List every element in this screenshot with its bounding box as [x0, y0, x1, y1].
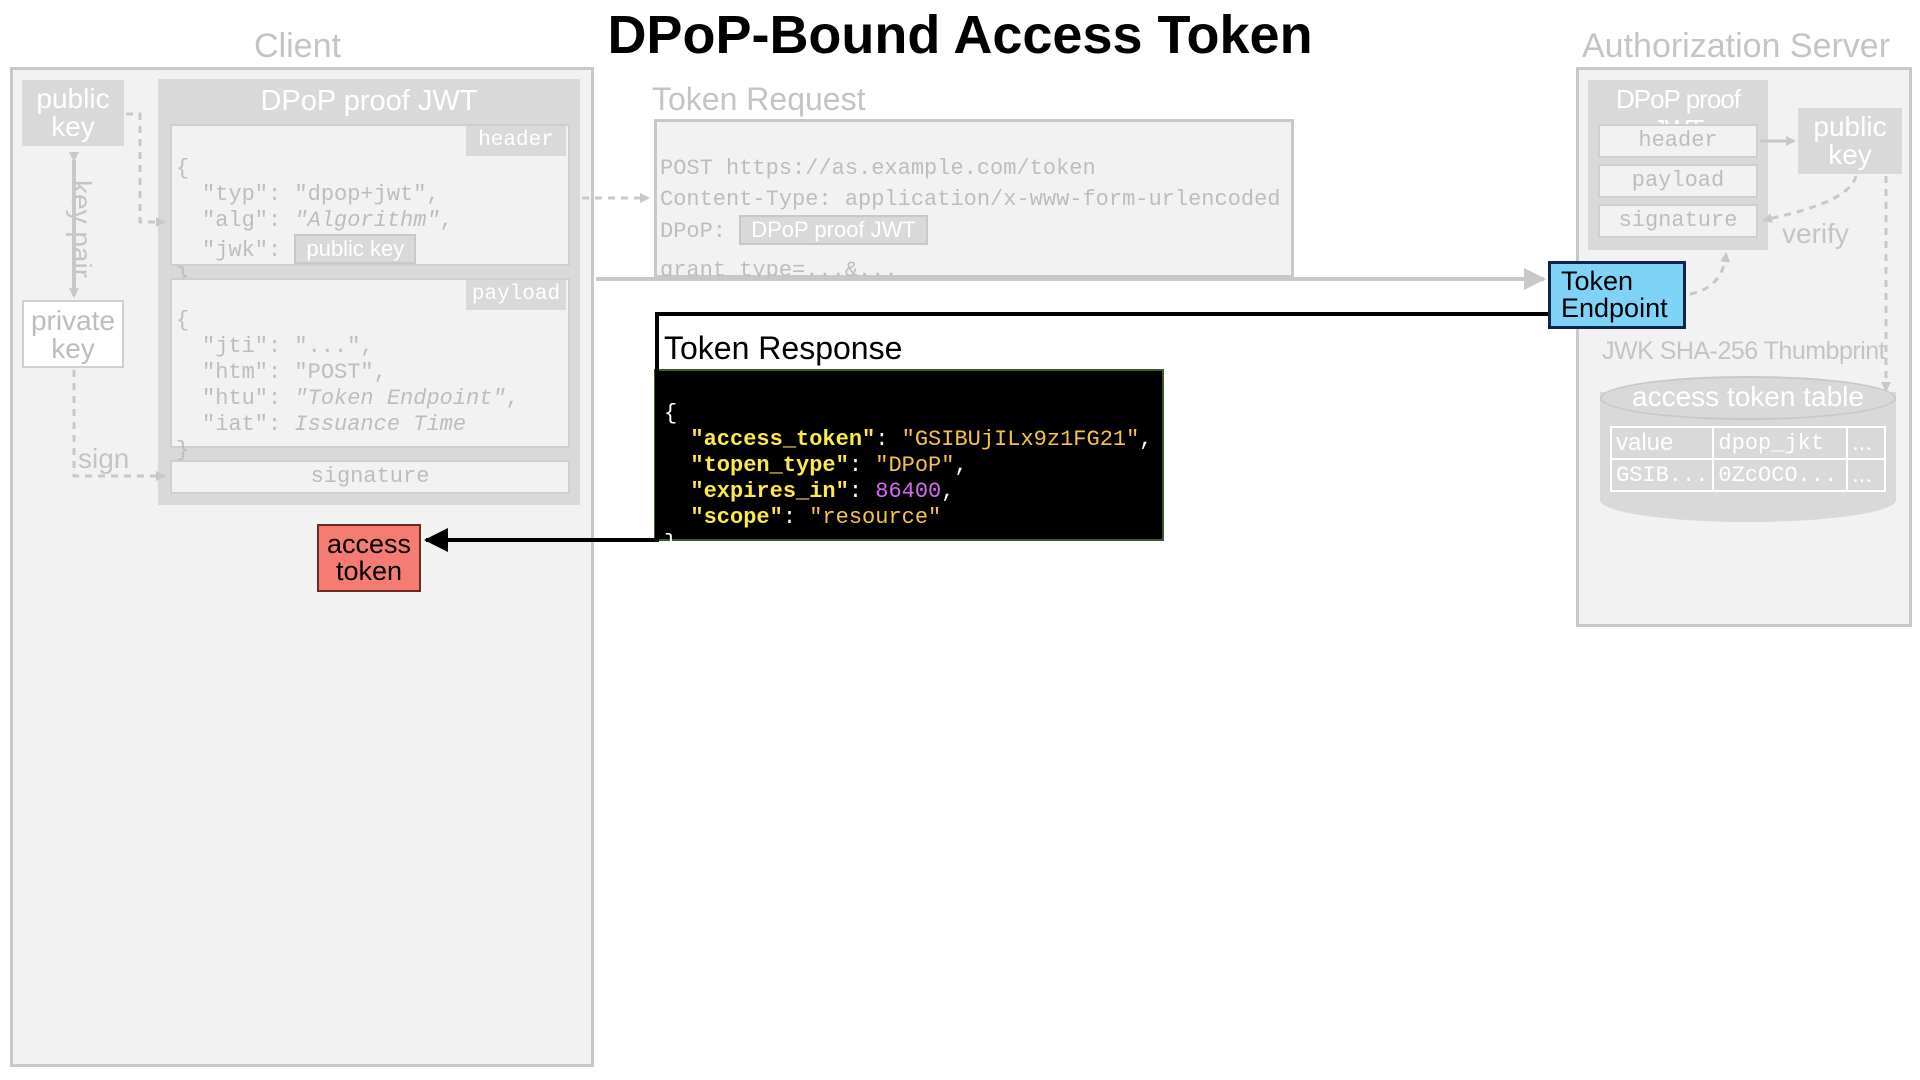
- token-request-box: [654, 119, 1294, 278]
- dpop-header-key: DPoP:: [660, 219, 740, 244]
- json-scope-key: "scope": [690, 505, 783, 530]
- access-token-table-title: access token table: [1632, 381, 1864, 412]
- json-scope-value: "resource": [809, 505, 942, 530]
- client-public-key: public key: [22, 80, 124, 146]
- client-access-token: access token: [317, 524, 421, 592]
- sign-arrow: [72, 370, 166, 481]
- token-request-body: POST https://as.example.com/token Conten…: [660, 122, 1281, 286]
- payload-close: }: [176, 438, 190, 463]
- client-dpop-proof-title: DPoP proof JWT: [260, 85, 478, 117]
- json-token-type-value: "DPoP": [875, 453, 955, 478]
- payload-htu: "htu": "Token Endpoint",: [176, 386, 519, 411]
- json-expires-in-value: 86400: [875, 479, 942, 504]
- table-cell-more: ...: [1846, 458, 1886, 492]
- table-header-more: ...: [1846, 426, 1886, 460]
- header-alg: "alg": "Algorithm",: [176, 208, 453, 233]
- diagram-title: DPoP-Bound Access Token: [607, 5, 1313, 65]
- table-row: GSIB... 0ZcOCO... ...: [1609, 458, 1886, 492]
- token-response-json: { "access_token": "GSIBUjILx9z1FG21", "t…: [654, 369, 1164, 556]
- client-private-key: private key: [22, 300, 124, 368]
- request-line-dpop: DPoP: DPoP proof JWT: [660, 215, 928, 245]
- iat-key: "iat":: [202, 412, 295, 437]
- verify-label: verify: [1782, 218, 1849, 249]
- alg-key: "alg":: [202, 208, 295, 233]
- auth-server-label: Authorization Server: [1582, 27, 1891, 65]
- htu-key: "htu":: [202, 386, 295, 411]
- dpop-proof-jwt-chip: DPoP proof JWT: [739, 215, 928, 245]
- jwk-key: "jwk":: [202, 238, 295, 263]
- client-header-code: { "typ": "dpop+jwt", "alg": "Algorithm",…: [176, 130, 453, 290]
- payload-jti: "jti": "...",: [202, 334, 374, 359]
- json-access-token-value: "GSIBUjILx9z1FG21": [901, 427, 1140, 452]
- json-open: {: [664, 401, 678, 426]
- htu-end: ,: [505, 386, 519, 411]
- token-response-label: Token Response: [664, 330, 903, 366]
- as-public-key-label: public key: [1813, 111, 1887, 170]
- iat-value: Issuance Time: [294, 412, 467, 437]
- as-header-box: header: [1598, 124, 1758, 158]
- client-signature-box: signature: [170, 460, 570, 494]
- thumbprint-label: JWK SHA-256 Thumbprint: [1602, 337, 1886, 365]
- json-close: }: [664, 531, 678, 556]
- db-top-ellipse: [1600, 376, 1896, 420]
- access-token-table: value dpop_jkt ... GSIB... 0ZcOCO... ...: [1609, 426, 1886, 492]
- header-typ: "typ": "dpop+jwt",: [202, 182, 440, 207]
- json-token-type-key: "topen_type": [690, 453, 849, 478]
- alg-value: "Algorithm": [294, 208, 440, 233]
- token-request-label: Token Request: [652, 81, 866, 117]
- response-arrow: [424, 312, 1548, 552]
- as-public-key: public key: [1798, 108, 1902, 174]
- as-payload-box: payload: [1598, 164, 1758, 198]
- client-private-key-label: private key: [30, 305, 116, 364]
- as-signature-box: signature: [1598, 204, 1758, 238]
- table-header-row: value dpop_jkt ...: [1609, 426, 1886, 460]
- htu-value: "Token Endpoint": [294, 386, 506, 411]
- endpoint-to-proof-arrow: [1689, 252, 1731, 296]
- client-payload-code: { "jti": "...", "htm": "POST", "htu": "T…: [176, 282, 519, 464]
- sign-label: sign: [78, 443, 130, 474]
- json-expires-in-key: "expires_in": [690, 479, 849, 504]
- request-line-content-type: Content-Type: application/x-www-form-url…: [660, 187, 1281, 212]
- request-line-post: POST https://as.example.com/token: [660, 156, 1096, 181]
- client-header-tag: header: [466, 126, 566, 156]
- table-cell-value: GSIB...: [1609, 458, 1715, 492]
- alg-end: ,: [439, 208, 453, 233]
- jwk-public-key-chip: public key: [294, 234, 417, 264]
- payload-open: {: [176, 308, 190, 333]
- payload-htm: "htm": "POST",: [202, 360, 387, 385]
- payload-iat: "iat": Issuance Time: [176, 412, 466, 437]
- table-header-dpop-jkt: dpop_jkt: [1712, 426, 1848, 460]
- client-payload-tag: payload: [466, 280, 566, 310]
- public-key-to-jwk-arrow: [126, 112, 166, 227]
- token-endpoint-label: Token Endpoint: [1561, 266, 1668, 323]
- json-access-token-key: "access_token": [690, 427, 876, 452]
- header-open: {: [176, 156, 190, 181]
- client-public-key-label: public key: [36, 83, 110, 142]
- client-access-token-label: access token: [326, 529, 412, 586]
- table-header-value: value: [1609, 426, 1715, 460]
- header-jwk: "jwk": public key: [176, 234, 417, 264]
- client-label: Client: [254, 27, 341, 65]
- verify-arrow: [1762, 175, 1858, 224]
- table-cell-dpop-jkt: 0ZcOCO...: [1712, 458, 1848, 492]
- token-endpoint: Token Endpoint: [1548, 261, 1686, 329]
